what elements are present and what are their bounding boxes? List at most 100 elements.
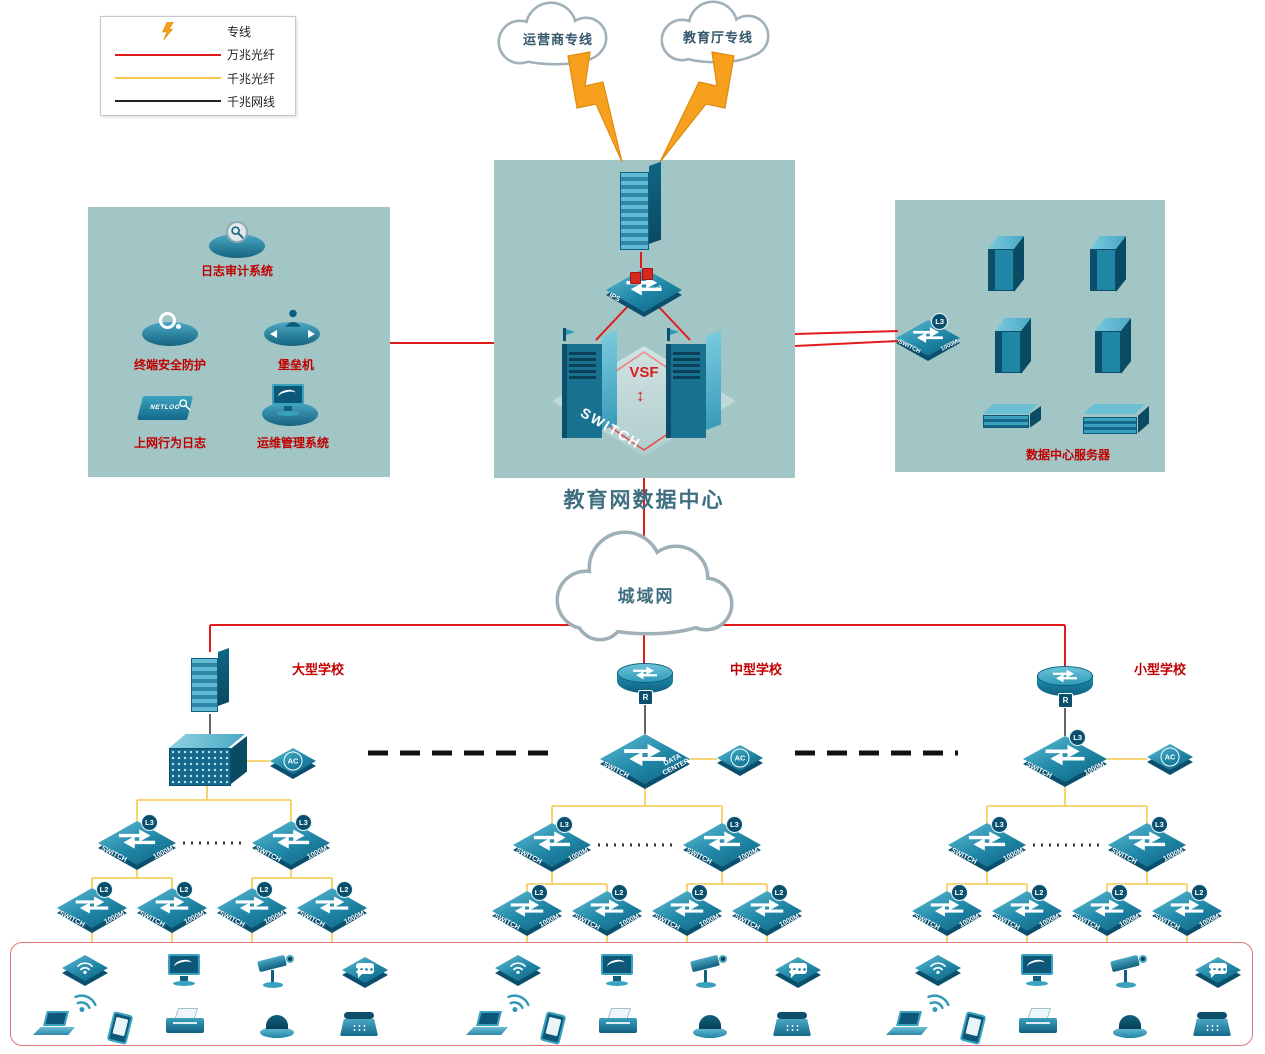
l2-badge: L2 bbox=[175, 881, 193, 898]
rack-unit-icon bbox=[1083, 404, 1149, 434]
l2-switch-icon: SWITCH 1000M L2 bbox=[572, 884, 642, 931]
person-icon bbox=[282, 308, 304, 330]
wifi-icon bbox=[75, 959, 95, 976]
core-firewall-icon bbox=[620, 166, 662, 252]
core-switch-icon: SWITCH DATA CENTER bbox=[600, 734, 691, 784]
telephone-keys bbox=[1205, 1024, 1221, 1032]
l2-switch-icon: SWITCH 1000M L2 bbox=[912, 884, 982, 931]
cloud-label-isp: 运营商专线 bbox=[522, 32, 593, 47]
ips-switch-icon: IPS bbox=[606, 268, 682, 312]
ac-controller-icon: AC bbox=[270, 748, 316, 774]
cloud-label-man: 城域网 bbox=[617, 587, 675, 606]
dome-camera-icon bbox=[260, 1014, 294, 1040]
cctv-camera-icon bbox=[258, 951, 298, 991]
router-badge: R bbox=[1058, 693, 1073, 708]
legend-label: 专线 bbox=[227, 24, 252, 39]
l2-switch-icon: SWITCH 1000M L2 bbox=[732, 884, 802, 931]
l2-switch-icon: SWITCH 1000M L2 bbox=[492, 884, 562, 931]
arrow-right-icon bbox=[308, 330, 315, 338]
desktop-monitor-icon bbox=[1019, 954, 1059, 990]
l2-badge: L2 bbox=[610, 884, 628, 901]
terminal-security-label: 终端安全防护 bbox=[133, 358, 206, 372]
legend-item-10g: 万兆光纤 bbox=[109, 46, 287, 63]
l2-switch-icon: SWITCH 1000M L2 bbox=[1152, 884, 1222, 931]
switch-arrows-icon bbox=[114, 828, 159, 851]
monitor-base bbox=[606, 976, 628, 986]
core-server-icon bbox=[562, 328, 618, 438]
l3-badge: L3 bbox=[990, 816, 1008, 833]
chat-bubble-icon bbox=[356, 963, 374, 978]
wifi-icon bbox=[928, 959, 948, 976]
rack-front bbox=[983, 415, 1029, 428]
camera-base bbox=[263, 982, 283, 988]
l3-badge: L3 bbox=[725, 816, 743, 833]
vsf-label: VSF bbox=[629, 364, 659, 381]
wireless-ap-icon bbox=[62, 955, 108, 981]
dotted-links bbox=[183, 841, 1101, 847]
rack-server-icon bbox=[988, 236, 1024, 292]
camera-pole bbox=[1124, 970, 1127, 983]
printer-icon bbox=[599, 1008, 639, 1036]
ac-label: AC bbox=[1160, 747, 1180, 767]
l3-badge: L3 bbox=[1150, 816, 1168, 833]
server-front bbox=[1090, 249, 1116, 291]
ips-module-icon bbox=[642, 268, 653, 280]
school-label-large: 大型学校 bbox=[291, 662, 344, 677]
printer-slot bbox=[1026, 1022, 1050, 1024]
dome-camera-icon bbox=[693, 1014, 727, 1040]
router-arrows-icon bbox=[630, 666, 660, 681]
printer-slot bbox=[606, 1022, 630, 1024]
router-badge: R bbox=[638, 690, 653, 705]
rack-front bbox=[1083, 417, 1137, 434]
switch-arrows-icon bbox=[699, 830, 744, 853]
black-line-icon bbox=[115, 100, 221, 103]
voip-chat-icon bbox=[775, 957, 821, 983]
updown-arrow-icon bbox=[636, 386, 645, 406]
printer-slot bbox=[173, 1022, 197, 1024]
cctv-camera-icon bbox=[1111, 951, 1151, 991]
l2-badge: L2 bbox=[255, 881, 273, 898]
arrow-left-icon bbox=[270, 330, 277, 338]
flag-icon bbox=[563, 328, 575, 341]
school-label-medium: 中型学校 bbox=[729, 662, 782, 677]
wireless-ap-icon bbox=[495, 955, 541, 981]
core-server-icon bbox=[666, 328, 722, 438]
datacenter-access-switch-icon: SWITCH 1000M L3 bbox=[896, 313, 960, 356]
legend-item-dedicated: 专线 bbox=[109, 22, 287, 41]
legend-label: 千兆网线 bbox=[227, 94, 276, 109]
flag-icon bbox=[667, 328, 679, 341]
monitor-base bbox=[277, 406, 299, 416]
switch-arrows-icon bbox=[529, 830, 574, 853]
wifi-icon bbox=[508, 959, 528, 976]
ac-label: AC bbox=[730, 748, 750, 768]
1g-fiber-lines bbox=[91, 758, 1188, 942]
legend-item-1g-fiber: 千兆光纤 bbox=[109, 70, 287, 87]
ips-module-icon bbox=[630, 272, 641, 284]
cloud-edu bbox=[660, 0, 770, 64]
ops-monitor-icon bbox=[270, 384, 310, 420]
dome-camera-icon bbox=[1113, 1014, 1147, 1040]
l3-switch-icon: SWITCH 1000M L3 bbox=[948, 816, 1026, 867]
l2-switch-icon: SWITCH 1000M L2 bbox=[1072, 884, 1142, 931]
l2-badge: L2 bbox=[1030, 884, 1048, 901]
l3-switch-icon: SWITCH 1000M L3 bbox=[1108, 816, 1186, 867]
switch-arrows-icon bbox=[964, 830, 1009, 853]
monitor-base bbox=[173, 976, 195, 986]
log-audit-label: 日志审计系统 bbox=[200, 264, 273, 278]
l3-badge: L3 bbox=[140, 814, 158, 831]
school-firewall-icon bbox=[191, 652, 229, 714]
router-arrows-icon bbox=[1050, 669, 1080, 684]
camera-base bbox=[696, 982, 716, 988]
l2-badge: L2 bbox=[530, 884, 548, 901]
red-line-icon bbox=[115, 53, 221, 56]
ops-mgmt-label: 运维管理系统 bbox=[256, 436, 329, 450]
chat-bubble-icon bbox=[1209, 963, 1227, 978]
l2-switch-icon: SWITCH 1000M L2 bbox=[652, 884, 722, 931]
core-chassis-switch-icon bbox=[169, 734, 247, 786]
camera-pole bbox=[704, 970, 707, 983]
laptop-icon bbox=[886, 1011, 930, 1037]
monitor-base bbox=[1026, 976, 1048, 986]
rack-server-icon bbox=[1090, 236, 1126, 292]
l3-switch-icon: SWITCH 1000M L3 bbox=[252, 814, 330, 865]
